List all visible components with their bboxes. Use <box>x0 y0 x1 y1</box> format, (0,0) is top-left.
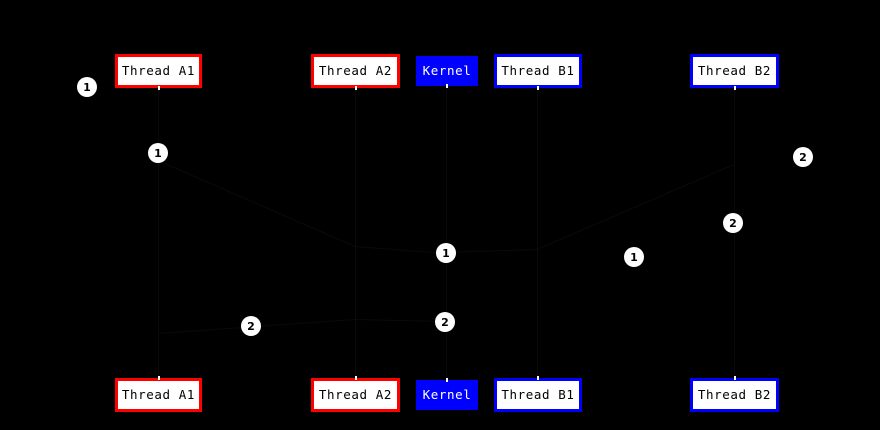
participant-kernel-top[interactable]: Kernel <box>416 56 478 86</box>
step-badge-number: 2 <box>799 150 807 164</box>
lifeline-stub <box>446 84 448 88</box>
participant-label: Thread B2 <box>697 62 772 78</box>
step-badge-number: 1 <box>442 246 450 260</box>
step-badge-4: 2 <box>723 213 743 233</box>
participant-label: Kernel <box>422 386 472 402</box>
lifeline-stub <box>157 376 160 380</box>
msg-b2-b1 <box>536 164 734 250</box>
lifeline-kernel <box>446 86 447 380</box>
participant-thread-b1-bottom[interactable]: Thread B1 <box>494 378 582 412</box>
step-badge-number: 1 <box>630 250 638 264</box>
step-badge-3: 2 <box>793 147 813 167</box>
lifeline-stub <box>537 376 539 380</box>
lifeline-stub <box>446 378 448 382</box>
lifeline-thread-a1 <box>158 88 159 378</box>
participant-label: Thread A2 <box>318 62 393 78</box>
participant-thread-b1-top[interactable]: Thread B1 <box>494 54 582 88</box>
lifeline-thread-b2 <box>734 88 735 378</box>
participant-thread-a1-top[interactable]: Thread A1 <box>115 54 202 88</box>
step-badge-number: 2 <box>247 319 255 333</box>
participant-thread-a2-bottom[interactable]: Thread A2 <box>311 378 400 412</box>
participant-label: Thread A1 <box>121 386 196 402</box>
step-badge-number: 1 <box>83 80 91 94</box>
step-badge-number: 2 <box>441 315 449 329</box>
participant-label: Thread A2 <box>318 386 393 402</box>
participant-label: Thread B2 <box>697 386 772 402</box>
lifeline-stub <box>354 376 357 380</box>
lifeline-thread-b1 <box>537 88 538 378</box>
step-badge-2: 1 <box>148 143 168 163</box>
participant-thread-b2-bottom[interactable]: Thread B2 <box>690 378 779 412</box>
step-badge-7: 2 <box>435 312 455 332</box>
participant-label: Thread A1 <box>121 62 196 78</box>
step-badge-1: 1 <box>77 77 97 97</box>
participant-label: Thread B1 <box>501 62 575 78</box>
participant-label: Kernel <box>422 62 472 78</box>
msg-kernel-a2 <box>355 319 447 322</box>
participant-kernel-bottom[interactable]: Kernel <box>416 380 478 410</box>
participant-thread-a1-bottom[interactable]: Thread A1 <box>115 378 202 412</box>
participant-thread-b2-top[interactable]: Thread B2 <box>690 54 779 88</box>
lifeline-stub <box>354 86 357 90</box>
participant-thread-a2-top[interactable]: Thread A2 <box>311 54 400 88</box>
step-badge-5: 1 <box>436 243 456 263</box>
lifeline-stub <box>733 86 736 90</box>
msg-b1-kernel <box>445 249 537 253</box>
step-badge-number: 1 <box>154 146 162 160</box>
msg-a1-a2 <box>157 160 355 247</box>
lifeline-stub <box>537 86 539 90</box>
lifeline-thread-a2 <box>355 88 356 378</box>
step-badge-6: 1 <box>624 247 644 267</box>
step-badge-number: 2 <box>729 216 737 230</box>
lifeline-stub <box>733 376 736 380</box>
lifeline-stub <box>157 86 160 90</box>
msg-a2-kernel <box>354 246 446 254</box>
participant-label: Thread B1 <box>501 386 575 402</box>
step-badge-8: 2 <box>241 316 261 336</box>
